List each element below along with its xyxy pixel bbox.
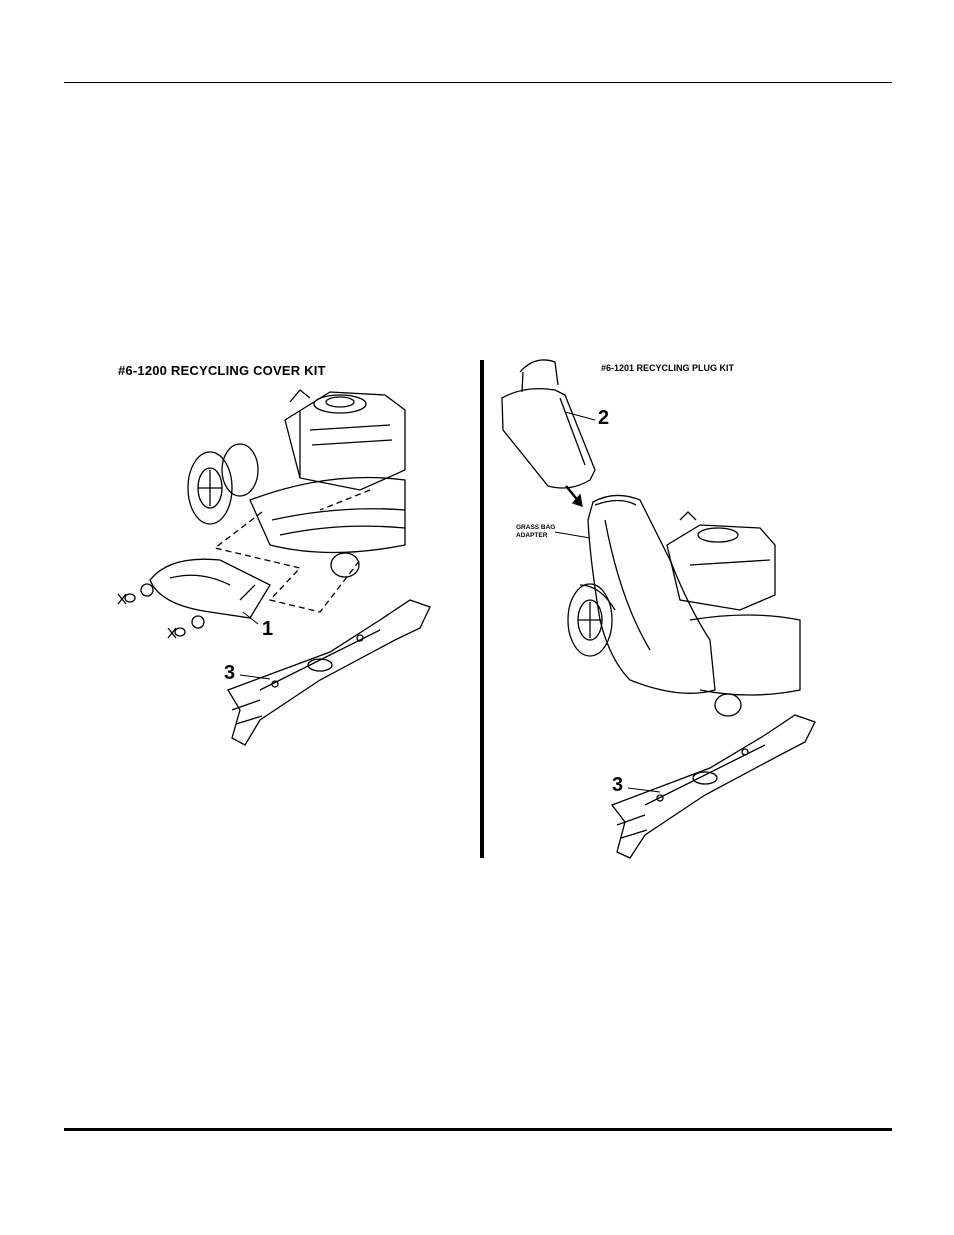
rear-wheel-drawing-right [568,584,612,656]
rear-wheel-drawing [188,444,258,524]
wing-nut-hardware [118,584,204,638]
front-wheel-drawing [331,553,359,577]
engine-drawing [285,390,405,490]
grass-bag-adapter-label: GRASS BAG ADAPTER [516,524,555,540]
recycling-cover-drawing [150,559,270,618]
grass-bag-adapter-drawing [580,495,715,693]
footer-rule [64,1128,892,1131]
adapter-label-line-1: GRASS BAG [516,524,555,532]
recycling-plug-kit-title: #6-1201 RECYCLING PLUG KIT [601,363,734,373]
mower-deck-drawing-right [690,615,800,695]
callout-number-3-left: 3 [224,662,235,685]
callout-number-1: 1 [262,618,273,641]
recycling-plug-drawing [502,360,595,488]
front-wheel-drawing-right [715,694,741,716]
engine-drawing-right [667,512,775,610]
mower-blade-drawing-right [612,715,815,858]
figure-divider [480,360,484,858]
callout-number-2: 2 [598,407,609,430]
adapter-label-line-2: ADAPTER [516,532,555,540]
mower-blade-drawing [228,600,430,745]
callout-number-3-right: 3 [612,774,623,797]
mower-deck-drawing [250,478,405,553]
